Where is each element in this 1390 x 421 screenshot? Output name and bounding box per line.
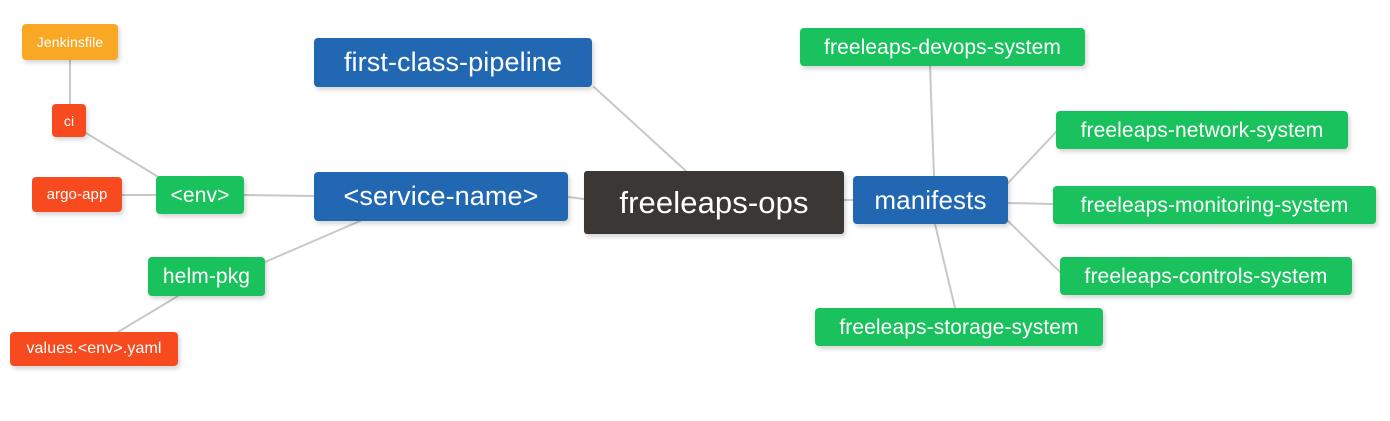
- edge-service-name-to-helm-pkg: [264, 220, 361, 263]
- node-freeleaps-network-system[interactable]: freeleaps-network-system: [1056, 111, 1348, 149]
- node-label-first-class-pipeline: first-class-pipeline: [343, 47, 563, 77]
- node-helm-pkg[interactable]: helm-pkg: [148, 257, 265, 296]
- edge-ci-to-env: [85, 132, 161, 179]
- node-jenkinsfile[interactable]: Jenkinsfile: [22, 24, 118, 60]
- edge-manifests-to-freeleaps-network-system: [1007, 131, 1057, 184]
- node-first-class-pipeline[interactable]: first-class-pipeline: [314, 38, 592, 87]
- edge-manifests-to-freeleaps-storage-system: [934, 223, 956, 309]
- node-label-freeleaps-controls-system: freeleaps-controls-system: [1084, 264, 1328, 288]
- node-label-jenkinsfile: Jenkinsfile: [36, 34, 104, 50]
- node-label-ci: ci: [63, 112, 75, 129]
- node-label-freeleaps-devops-system: freeleaps-devops-system: [824, 35, 1061, 59]
- node-manifests[interactable]: manifests: [853, 176, 1008, 224]
- node-label-freeleaps-monitoring-system: freeleaps-monitoring-system: [1080, 193, 1349, 217]
- edge-helm-pkg-to-values-yaml: [117, 295, 179, 333]
- node-label-env: <env>: [170, 183, 230, 207]
- node-freeleaps-monitoring-system[interactable]: freeleaps-monitoring-system: [1053, 186, 1376, 224]
- edge-manifests-to-freeleaps-monitoring-system: [1007, 202, 1054, 205]
- node-freeleaps-devops-system[interactable]: freeleaps-devops-system: [800, 28, 1085, 66]
- node-freeleaps-ops[interactable]: freeleaps-ops: [584, 171, 844, 234]
- node-label-freeleaps-network-system: freeleaps-network-system: [1080, 118, 1324, 142]
- edge-first-class-pipeline-to-freeleaps-ops: [593, 86, 687, 172]
- node-label-values-yaml: values.<env>.yaml: [26, 340, 162, 357]
- node-ci[interactable]: ci: [52, 104, 86, 137]
- node-values-yaml[interactable]: values.<env>.yaml: [10, 332, 178, 366]
- node-label-manifests: manifests: [874, 185, 987, 215]
- node-freeleaps-storage-system[interactable]: freeleaps-storage-system: [815, 308, 1103, 346]
- node-label-argo-app: argo-app: [46, 186, 108, 203]
- node-label-freeleaps-storage-system: freeleaps-storage-system: [839, 315, 1079, 339]
- node-label-freeleaps-ops: freeleaps-ops: [619, 185, 809, 220]
- node-label-helm-pkg: helm-pkg: [162, 265, 251, 288]
- node-label-service-name: <service-name>: [343, 181, 539, 211]
- edge-service-name-to-freeleaps-ops: [567, 196, 585, 200]
- node-service-name[interactable]: <service-name>: [314, 172, 568, 221]
- edge-manifests-to-freeleaps-devops-system: [929, 65, 935, 177]
- node-env[interactable]: <env>: [156, 176, 244, 214]
- node-freeleaps-controls-system[interactable]: freeleaps-controls-system: [1060, 257, 1352, 295]
- edge-env-to-service-name: [243, 194, 315, 197]
- node-argo-app[interactable]: argo-app: [32, 177, 122, 212]
- edge-manifests-to-freeleaps-controls-system: [1007, 220, 1061, 273]
